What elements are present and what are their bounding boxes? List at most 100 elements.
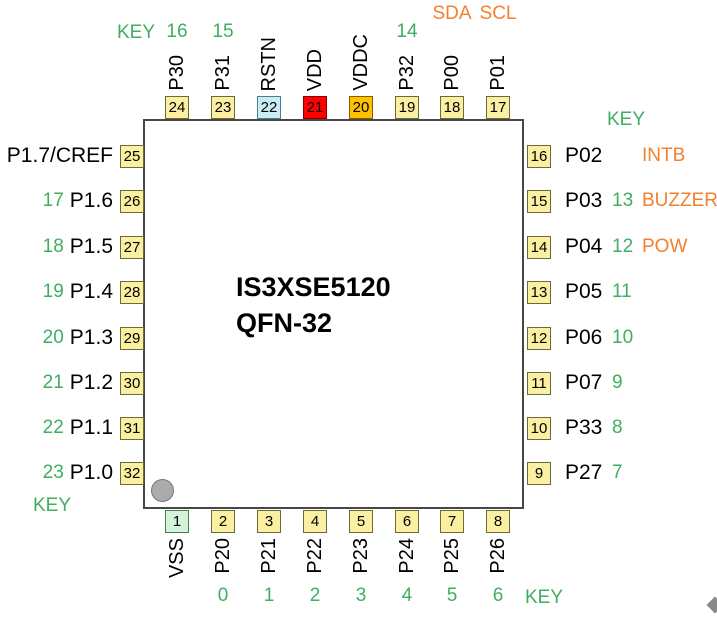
pin-name-P03: P03 [565,189,603,212]
pin-pad-6: 6 [395,510,419,533]
pin-name-P00: P00 [441,55,463,91]
pin-name-P30: P30 [166,55,188,91]
pin-pad-26: 26 [120,190,144,213]
pin-name-P02: P02 [565,144,603,167]
pin-pad-10: 10 [527,417,551,440]
pin-pad-31: 31 [120,417,144,440]
key-label-top-left: KEY [117,22,156,43]
pin-alt-number: 18 [42,236,64,257]
pin-alt-number: 2 [309,585,321,606]
pin-row-P27: P27 7 [565,459,639,487]
pin-row-P06: P06 10 [565,324,639,352]
pin-name-P1.0: P1.0 [69,461,113,484]
pin-pad-20: 20 [349,96,373,119]
pin-pad-14: 14 [527,236,551,259]
pin-name-P01: P01 [487,55,509,91]
pin-name-P1.1: P1.1 [69,416,113,439]
pin-row-P04: P04 12 POW [565,233,687,261]
pin-function-label: SDA [432,3,472,24]
pin-name-P06: P06 [565,326,603,349]
pin-pad-27: 27 [120,236,144,259]
pin-pad-23: 23 [211,96,235,119]
pin-pad-2: 2 [211,510,235,533]
pin-alt-number: 10 [612,327,634,348]
pin-name-P22: P22 [304,538,326,574]
pin-pad-4: 4 [303,510,327,533]
pin-alt-number: 4 [401,585,413,606]
pin-function-label: SCL [479,3,517,24]
pin-alt-number: 1 [263,585,275,606]
pin-pad-16: 16 [527,145,551,168]
pin-pad-13: 13 [527,281,551,304]
pin-alt-number: 14 [396,21,418,42]
pin-name-P07: P07 [565,371,603,394]
pin-alt-number: 16 [166,21,188,42]
pin-alt-number: 0 [217,585,229,606]
pin-alt-number: 15 [212,21,234,42]
pin-name-P26: P26 [487,538,509,574]
pin-pad-22: 22 [257,96,281,119]
pin-alt-number: 8 [612,417,623,438]
pin-function-label: POW [642,236,688,257]
pin-name-P24: P24 [396,538,418,574]
pin-alt-number: 3 [355,585,367,606]
key-label-bottom-right: KEY [525,587,564,608]
pin-pad-8: 8 [486,510,510,533]
chip-package-label: QFN-32 [236,308,333,338]
pin-name-P32: P32 [396,55,418,91]
pin-name-P04: P04 [565,235,603,258]
pin-alt-number: 13 [612,190,634,211]
pin-pad-21: 21 [303,96,327,119]
pin-alt-number: 12 [612,236,634,257]
pin-alt-number: 21 [42,372,64,393]
pin-row-P1.7/CREF: P1.7/CREF [7,142,113,170]
pin-name-P27: P27 [565,461,603,484]
pin-name-P1.7/CREF: P1.7/CREF [6,144,113,167]
pin-alt-number: 5 [446,585,458,606]
pin-name-P1.2: P1.2 [69,371,113,394]
pin-alt-number: 17 [42,190,64,211]
pin1-indicator-dot [151,479,174,502]
pin-pad-24: 24 [165,96,189,119]
pin-pad-18: 18 [440,96,464,119]
pin-pad-3: 3 [257,510,281,533]
key-label-bottom-left: KEY [33,495,72,516]
chip-body [143,119,524,509]
pin-alt-number: 20 [42,327,64,348]
chip-title: IS3XSE5120 QFN-32 [236,269,391,341]
pin-pad-17: 17 [486,96,510,119]
pin-alt-number: 7 [612,462,623,483]
pin-row-P07: P07 9 [565,369,639,397]
pin-name-P31: P31 [212,55,234,91]
pin-name-P1.6: P1.6 [69,189,113,212]
pin-name-P1.5: P1.5 [69,235,113,258]
pin-row-P02: P02 INTB [565,142,685,170]
pin-alt-number: 22 [42,417,64,438]
pin-pad-32: 32 [120,462,144,485]
pin-name-P21: P21 [258,538,280,574]
pin-pad-30: 30 [120,372,144,395]
pin-pad-12: 12 [527,327,551,350]
pin-alt-number: 19 [42,281,64,302]
pin-name-P25: P25 [441,538,463,574]
pin-pad-15: 15 [527,190,551,213]
pin-name-P33: P33 [565,416,603,439]
pin-pad-29: 29 [120,327,144,350]
pin-name-P1.4: P1.4 [69,280,113,303]
pin-alt-number: 9 [612,372,623,393]
pin-name-VDD: VDD [304,48,326,91]
stray-mark [706,596,717,614]
pin-pad-7: 7 [440,510,464,533]
pin-name-VDDC: VDDC [350,34,372,91]
pin-function-label: INTB [642,145,686,166]
key-label-top-right: KEY [607,109,646,130]
